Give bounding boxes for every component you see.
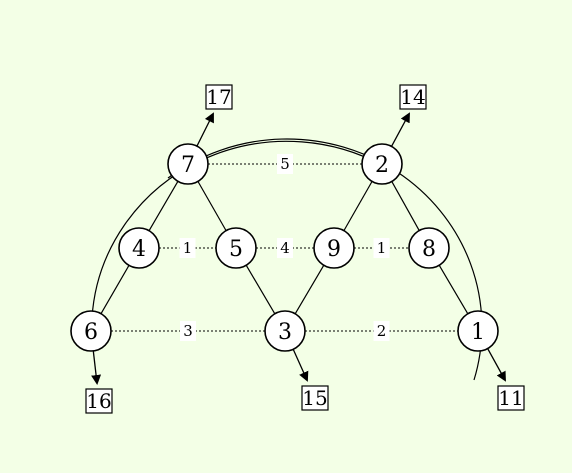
node-label: 7 [181,153,195,178]
output-arrow-n6 [91,350,102,385]
output-box [205,84,233,110]
edge-n9-n3 [294,264,325,315]
edge-weight-bg [180,321,196,341]
edge-weight-label: 3 [183,322,193,340]
node-circle [361,143,403,185]
node-label: 8 [422,237,436,262]
output-arrow-n2 [390,112,410,147]
node-circle [70,310,112,352]
node-8: 8 [408,227,450,269]
edge-weight-bg [277,154,293,174]
node-label: 6 [84,320,98,345]
node-9: 9 [313,227,355,269]
node-6: 6 [70,310,112,352]
node-5: 5 [215,227,257,269]
edge-weight-bg [277,238,293,258]
node-label: 3 [278,320,292,345]
node-circle [457,310,499,352]
output-arrow-n7 [196,112,214,147]
node-circle [408,227,450,269]
output-box-label: 15 [302,386,327,410]
node-circle [215,227,257,269]
edge-n4-n6 [100,265,130,314]
output-box [85,388,113,414]
node-label: 9 [327,237,341,262]
node-2: 2 [361,143,403,185]
edge-weight-label: 5 [280,155,290,173]
edge-n5-n3 [245,264,276,315]
node-circle [167,143,209,185]
node-label: 5 [229,237,243,262]
output-box-label: 11 [498,386,523,410]
output-arrow-n3 [292,348,309,382]
node-3: 3 [264,310,306,352]
output-box [399,84,427,110]
output-box [497,385,525,411]
output-box-label: 16 [86,389,111,413]
output-box [301,385,329,411]
edge-weight-bg [373,321,390,341]
node-7: 7 [167,143,209,185]
node-label: 2 [375,153,389,178]
output-box-label: 14 [400,85,425,109]
node-circle [118,227,160,269]
node-label: 4 [132,237,146,262]
output-arrow-n1 [487,348,506,382]
node-1: 1 [457,310,499,352]
edge-weight-label: 2 [377,322,387,340]
edge-weight-bg [373,238,390,258]
edge-n7-n4 [148,180,179,232]
node-label: 1 [471,320,485,345]
node-circle [313,227,355,269]
edge-n2-n8 [391,181,420,231]
edge-weight-label: 4 [280,239,290,257]
edge-n2-n9 [343,181,373,231]
node-circle [264,310,306,352]
edge-weight-label: 1 [183,239,193,257]
node-4: 4 [118,227,160,269]
output-box-label: 17 [206,85,231,109]
edge-n8-n1 [438,264,469,315]
edge-weight-label: 1 [377,239,387,257]
edge-weight-bg [179,238,196,258]
edge-n7-n5 [197,181,227,231]
